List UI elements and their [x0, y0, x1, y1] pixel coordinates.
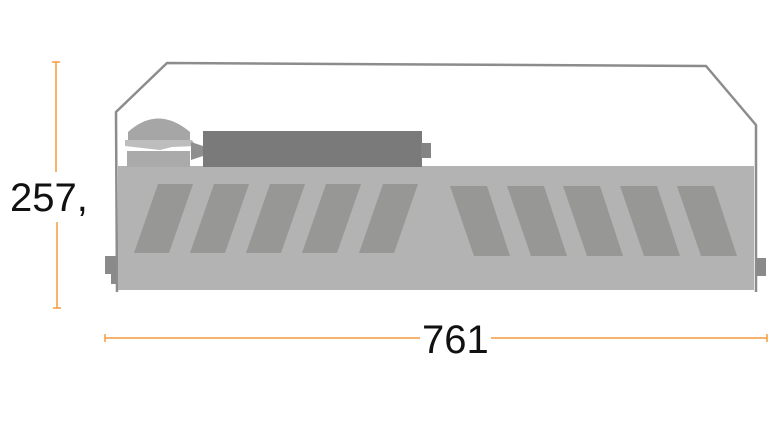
vent-slot	[134, 184, 193, 253]
height-label: 257,	[10, 176, 88, 220]
vent-slot	[507, 186, 567, 256]
left-bracket-foot	[111, 274, 118, 284]
height-dimension-line	[52, 61, 61, 309]
vent-slots	[134, 184, 737, 256]
vent-slot	[620, 186, 680, 256]
left-bracket	[105, 256, 118, 274]
dome-collar	[125, 140, 196, 150]
vent-slot	[246, 184, 305, 253]
cylinder-joint	[191, 142, 203, 160]
cylinder	[203, 131, 422, 167]
vent-slot	[677, 186, 737, 256]
vent-slot	[302, 184, 361, 253]
mount-block	[127, 151, 190, 167]
cylinder-end-cap	[421, 143, 431, 158]
vent-slot	[359, 184, 418, 253]
vent-slot	[190, 184, 249, 253]
vent-slot	[450, 186, 510, 256]
cover-outline	[114, 61, 758, 293]
dome-cap	[128, 118, 190, 140]
width-label: 761	[420, 318, 491, 362]
right-bracket	[755, 258, 766, 276]
vent-slot	[563, 186, 623, 256]
